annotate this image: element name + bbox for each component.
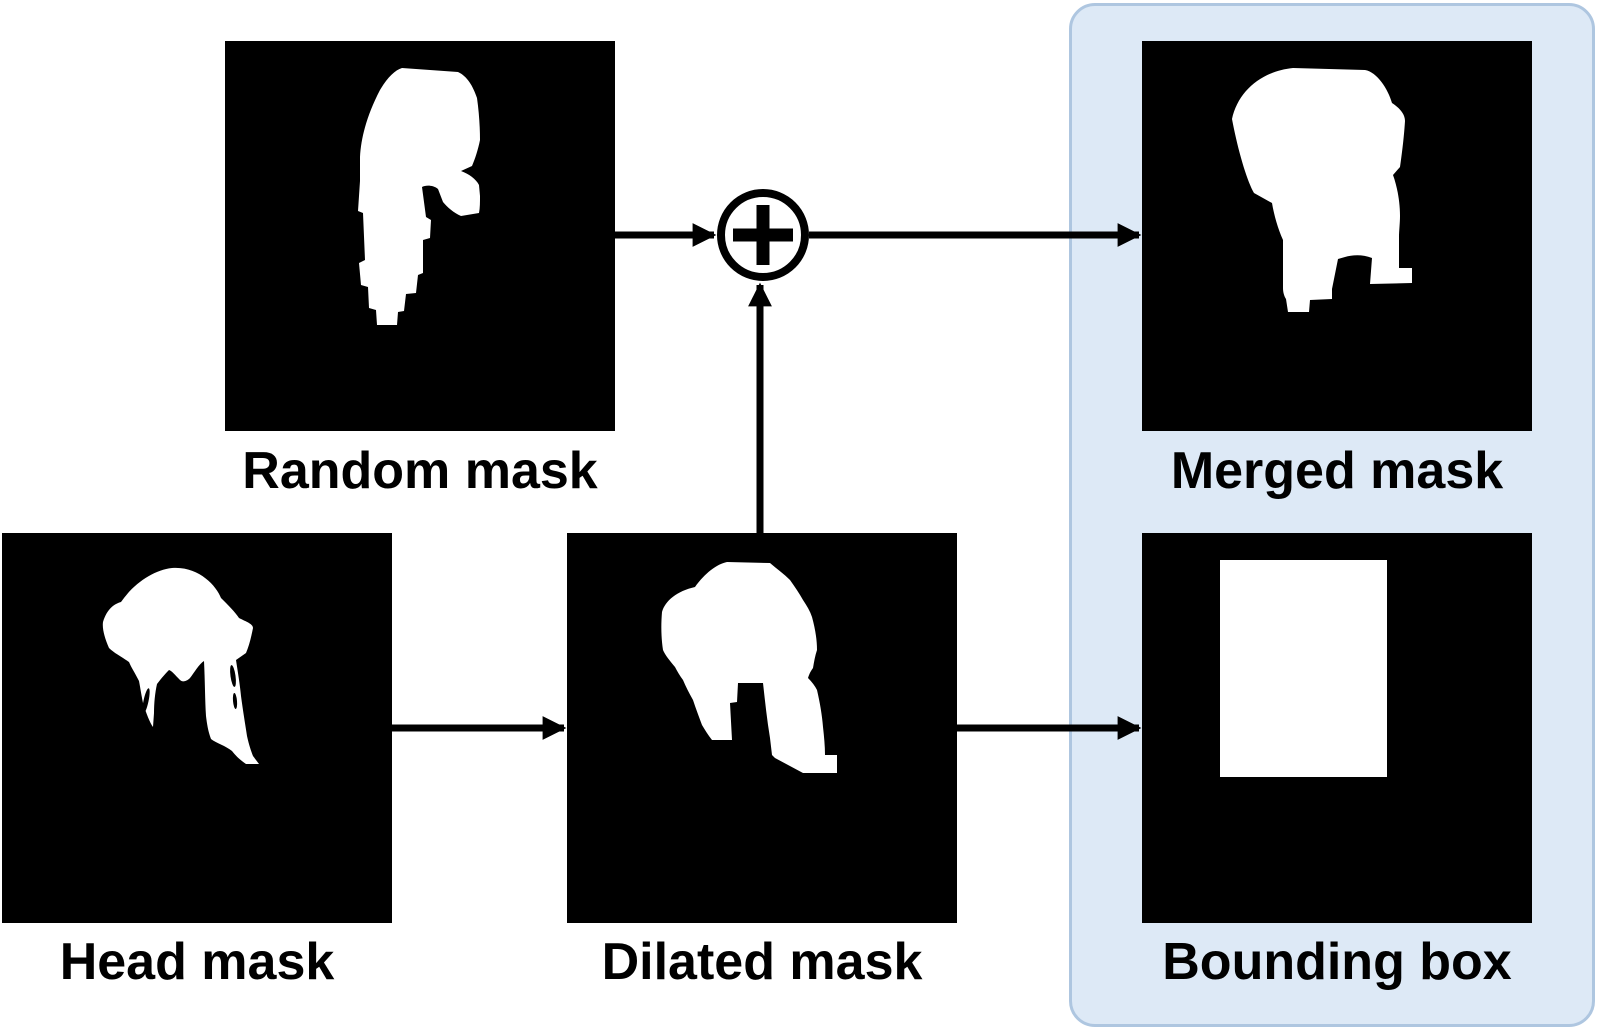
merged-mask-label: Merged mask [1170, 442, 1504, 500]
head-mask-silhouette [102, 567, 259, 764]
dilated-mask-image [567, 533, 957, 923]
merge-operator [717, 189, 809, 281]
bounding-box-rect [1220, 560, 1387, 777]
merged-mask-silhouette [1232, 68, 1412, 312]
random-mask-image [225, 41, 615, 431]
random-mask-silhouette [358, 68, 480, 325]
plus-in-circle-icon [733, 205, 793, 265]
head-mask-image [2, 533, 392, 923]
dilated-mask-silhouette [661, 562, 837, 773]
dilated-mask-label: Dilated mask [601, 933, 923, 991]
bounding-box-image [1142, 533, 1532, 923]
random-mask-label: Random mask [242, 442, 598, 500]
bounding-box-label: Bounding box [1162, 933, 1512, 991]
head-mask-label: Head mask [59, 933, 335, 991]
merged-mask-image [1142, 41, 1532, 431]
